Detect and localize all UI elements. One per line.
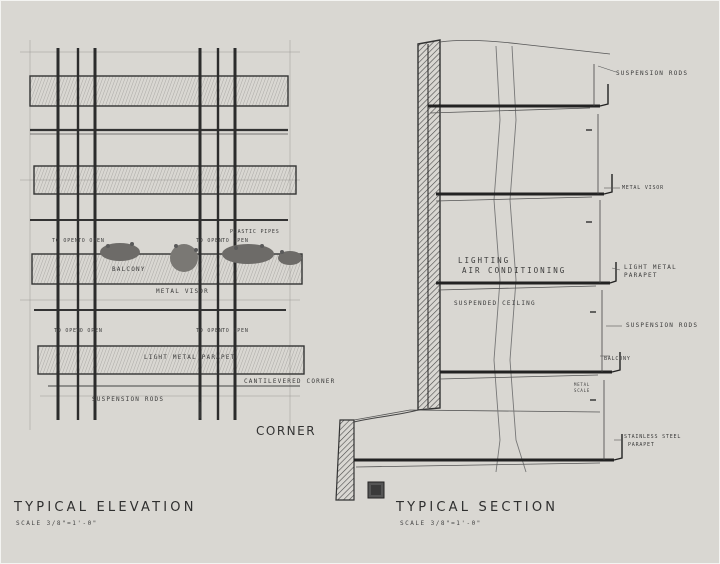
section-drawing <box>335 39 623 501</box>
slab-1 <box>428 84 609 114</box>
label-light-metal-parapet: LIGHT METAL PARAPET <box>144 354 236 361</box>
label-scale: SCALE <box>574 388 591 393</box>
floor-band-2 <box>33 165 297 195</box>
label-to-open: TO OPEN <box>54 328 81 334</box>
floor-band-1 <box>29 75 289 107</box>
label-light-metal: LIGHT METAL <box>624 264 677 271</box>
label-to-open: TO OPEN <box>76 328 103 334</box>
foundation-wall <box>335 419 355 501</box>
label-balcony: BALCONY <box>604 356 631 362</box>
label-corner: CORNER <box>256 424 317 438</box>
floor-slabs <box>354 84 623 468</box>
balcony-planting <box>100 242 302 272</box>
outer-rod <box>586 64 605 460</box>
label-balcony: BALCONY <box>112 266 146 273</box>
floor-band-4 <box>37 345 305 375</box>
label-air-conditioning: AIR CONDITIONING <box>462 266 567 275</box>
slab-5 <box>354 434 623 468</box>
label-suspended-ceiling: SUSPENDED CEILING <box>454 300 536 307</box>
label-to-open: TO OPEN <box>196 238 223 244</box>
label-cantilevered-corner: CANTILEVERED CORNER <box>244 378 336 385</box>
label-suspension-rods-mid: SUSPENSION RODS <box>626 322 699 329</box>
label-lighting: LIGHTING <box>458 256 511 265</box>
section-title: TYPICAL SECTION <box>396 500 559 515</box>
section-scale: SCALE 3/8"=1'-0" <box>400 520 482 527</box>
label-to-open: TO OPEN <box>222 238 249 244</box>
label-to-open: TO OPEN <box>222 328 249 334</box>
label-metal-visor: METAL VISOR <box>156 288 209 295</box>
elevation-scale: SCALE 3/8"=1'-0" <box>16 520 98 527</box>
slab-3 <box>436 262 617 291</box>
label-stainless-parapet: PARAPET <box>628 442 655 448</box>
vertical-rods <box>493 45 527 473</box>
elevation-title: TYPICAL ELEVATION <box>14 500 197 515</box>
elevation-drawing <box>20 40 305 430</box>
label-suspension-rods: SUSPENSION RODS <box>92 396 165 403</box>
label-to-open: TO OPEN <box>196 328 223 334</box>
label-metal: METAL <box>574 382 591 387</box>
label-to-open: TO OPEN <box>78 238 105 244</box>
slab-2 <box>435 174 613 202</box>
label-parapet: PARAPET <box>624 272 658 279</box>
slab-4 <box>439 352 621 380</box>
label-to-open: TO OPEN <box>52 238 79 244</box>
label-plastic-pipes: PLASTIC PIPES <box>230 229 280 235</box>
mullions-right <box>198 48 237 420</box>
label-stainless-steel: STAINLESS STEEL <box>624 434 682 440</box>
label-suspension-rods-top: SUSPENSION RODS <box>616 70 689 77</box>
label-metal-visor: METAL VISOR <box>622 185 664 191</box>
core-wall <box>417 39 441 411</box>
mullions-left <box>56 48 97 420</box>
